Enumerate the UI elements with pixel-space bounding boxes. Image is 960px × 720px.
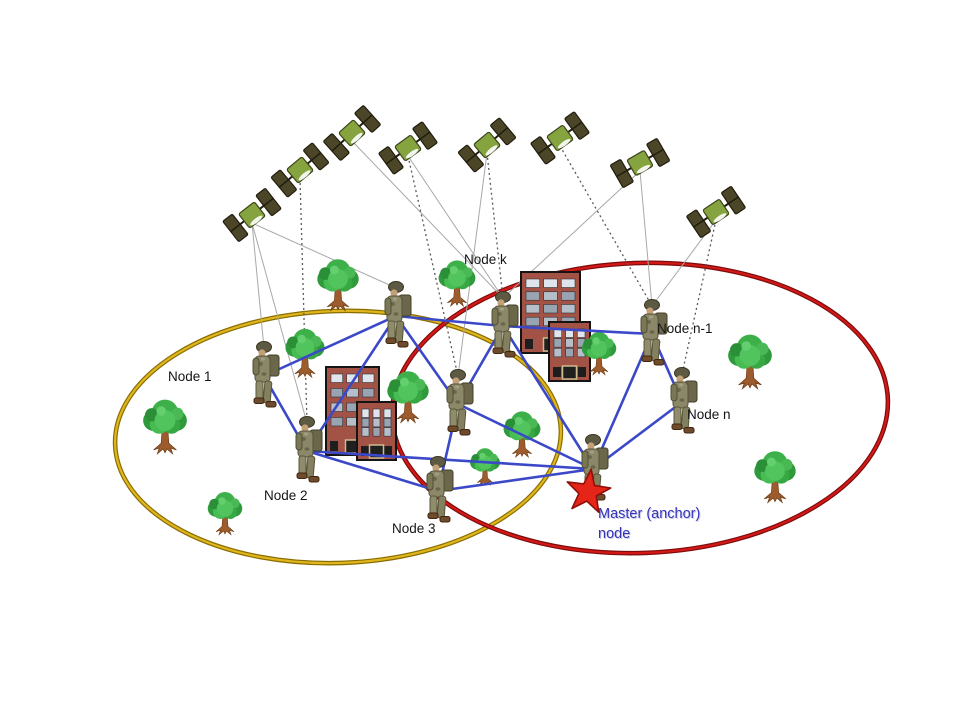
label-node3: Node 3 (392, 521, 436, 536)
satellite-link-dotted (681, 219, 717, 375)
label-node2: Node 2 (264, 488, 308, 503)
soldier-s4 (384, 281, 412, 348)
satellite-link-dotted (486, 152, 504, 299)
label-noden1: Node n-1 (657, 321, 713, 336)
soldier-noden (670, 367, 698, 434)
network-link (262, 314, 398, 378)
network-link (501, 324, 654, 336)
satellite-link-solid (639, 170, 653, 307)
master-node-label: node (598, 526, 630, 542)
satellite-icon-6 (529, 110, 591, 166)
master-node-label-shadow: node (599, 527, 631, 543)
soldier-node2 (295, 416, 323, 483)
soldier-nodek (491, 291, 519, 358)
master-node-label: Master (anchor) (598, 506, 700, 522)
network-link (456, 402, 595, 471)
satellite-link-solid (457, 152, 488, 377)
satellite-link-solid (251, 222, 397, 289)
network-link (501, 324, 595, 471)
label-node1: Node 1 (168, 369, 212, 384)
satellite-icon-3 (322, 104, 382, 162)
network-link (394, 314, 505, 328)
satellite-link-dotted (299, 177, 308, 424)
yellow-coverage-ellipse (113, 309, 563, 565)
satellite-link-solid (407, 155, 504, 299)
satellite-links (251, 140, 717, 424)
network-link (305, 449, 440, 493)
label-noden: Node n (687, 407, 731, 422)
building-icon (356, 401, 397, 461)
tree-icon (207, 491, 243, 536)
tree-icon (438, 259, 476, 307)
tree-icon (469, 447, 501, 486)
satellite-link-dotted (559, 145, 653, 307)
satellite-icon-7 (609, 137, 671, 189)
master-node-label-shadow: Master (anchor) (599, 507, 701, 523)
satellite-icon-8 (685, 185, 747, 239)
satellite-icon-5 (456, 116, 518, 174)
label-nodek: Node k (464, 252, 507, 267)
satellite-link-solid (251, 222, 308, 424)
network-link (305, 449, 595, 471)
tree-icon (142, 399, 188, 455)
network-link (436, 467, 595, 493)
satellite-icon-4 (377, 120, 439, 176)
soldier-s6 (446, 369, 474, 436)
tree-icon (753, 450, 797, 503)
tree-icon (316, 258, 360, 311)
network-link (305, 314, 398, 453)
satellite-icon-1 (221, 187, 283, 243)
master-anchor-star-icon (566, 468, 612, 514)
soldier-node3 (426, 456, 454, 523)
satellite-link-solid (351, 140, 504, 299)
satellite-link-solid (251, 222, 265, 349)
tree-icon (727, 334, 773, 390)
tree-icon (285, 328, 325, 378)
